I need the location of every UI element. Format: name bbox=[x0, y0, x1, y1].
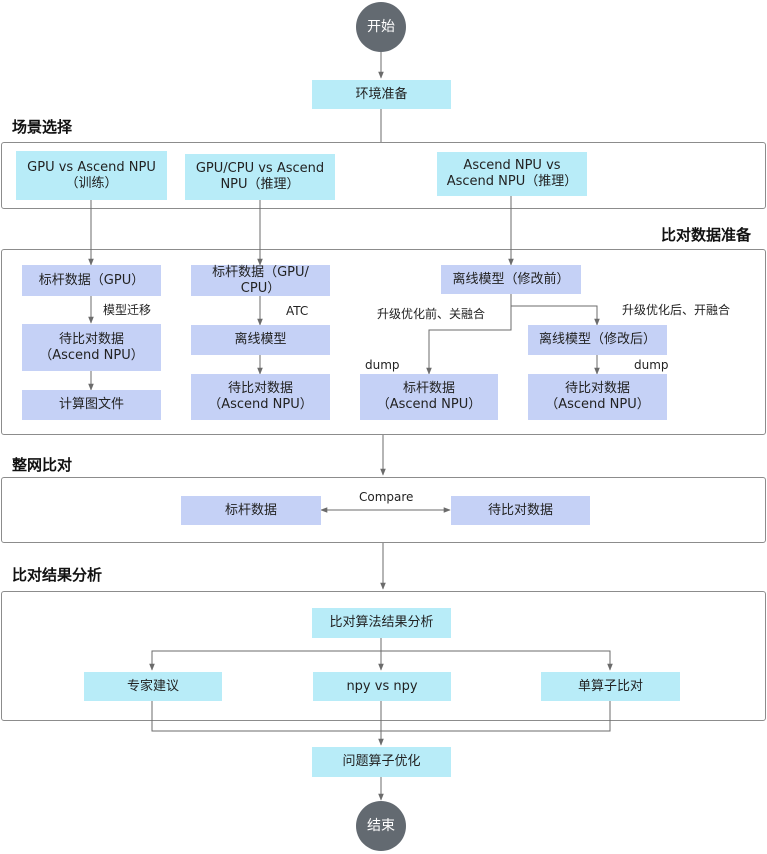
section-title-scene: 场景选择 bbox=[12, 118, 73, 136]
analysis-algo-node: 比对算法结果分析 bbox=[312, 608, 451, 638]
edge-c3-left-branch bbox=[426, 294, 512, 375]
c3-compare-node: 待比对数据 （Ascend NPU） bbox=[528, 374, 667, 420]
c1-graph-node: 计算图文件 bbox=[22, 390, 161, 420]
c3-dump-right-label: dump bbox=[634, 358, 669, 372]
scene-infer-node: GPU/CPU vs Ascend NPU（推理） bbox=[185, 154, 335, 200]
analysis-expert-node: 专家建议 bbox=[84, 672, 222, 701]
env-node: 环境准备 bbox=[312, 80, 451, 109]
scene-section-box bbox=[1, 142, 766, 209]
c3-benchmark-node: 标杆数据 （Ascend NPU） bbox=[360, 374, 498, 420]
c3-branch-right-label: 升级优化后、开融合 bbox=[622, 303, 731, 317]
c1-migrate-label: 模型迁移 bbox=[103, 303, 152, 317]
scene-npu-node: Ascend NPU vs Ascend NPU（推理） bbox=[437, 152, 587, 196]
start-node: 开始 bbox=[356, 2, 406, 52]
section-title-prep: 比对数据准备 bbox=[660, 226, 751, 244]
c3-dump-left-label: dump bbox=[365, 358, 400, 372]
c3-offline-after-node: 离线模型（修改后） bbox=[528, 325, 667, 355]
c3-offline-before-node: 离线模型（修改前） bbox=[441, 265, 581, 294]
c2-compare-node: 待比对数据 （Ascend NPU） bbox=[191, 374, 330, 420]
c2-benchmark-node: 标杆数据（GPU/ CPU） bbox=[191, 265, 330, 296]
c1-benchmark-node: 标杆数据（GPU） bbox=[22, 265, 161, 296]
edge-algo-single bbox=[381, 650, 613, 671]
c2-atc-label: ATC bbox=[286, 304, 309, 318]
section-title-analysis: 比对结果分析 bbox=[12, 566, 103, 584]
whole-section-box bbox=[1, 477, 766, 543]
edge-c3-right-branch bbox=[511, 305, 600, 326]
scene-train-node: GPU vs Ascend NPU （训练） bbox=[16, 151, 167, 200]
c1-compare-node: 待比对数据 （Ascend NPU） bbox=[22, 324, 161, 371]
analysis-section-box bbox=[1, 591, 766, 721]
c2-offline-node: 离线模型 bbox=[191, 325, 330, 355]
analysis-single-node: 单算子比对 bbox=[541, 672, 680, 701]
whole-compare-label: Compare bbox=[359, 490, 414, 504]
end-node: 结束 bbox=[356, 801, 406, 851]
whole-compare-node: 待比对数据 bbox=[451, 496, 590, 525]
c3-branch-left-label: 升级优化前、关融合 bbox=[377, 307, 486, 321]
prep-section-box bbox=[1, 249, 766, 435]
optimize-node: 问题算子优化 bbox=[312, 747, 451, 777]
edge-algo-expert bbox=[149, 650, 381, 671]
whole-benchmark-node: 标杆数据 bbox=[181, 496, 321, 525]
analysis-npy-node: npy vs npy bbox=[313, 672, 451, 701]
section-title-whole: 整网比对 bbox=[12, 456, 73, 474]
